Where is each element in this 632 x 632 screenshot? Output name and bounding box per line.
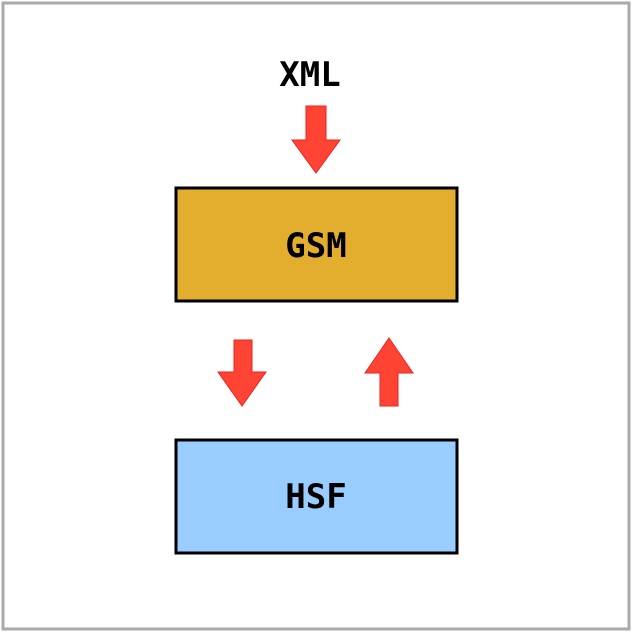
arrow-gsm-to-hsf — [217, 339, 267, 407]
gsm-label: GSM — [285, 226, 346, 266]
arrow-xml-to-gsm — [291, 105, 341, 174]
gsm-box — [174, 186, 459, 303]
hsf-box — [174, 438, 459, 555]
xml-label: XML — [279, 55, 340, 95]
hsf-label: HSF — [285, 477, 346, 517]
arrow-hsf-to-gsm — [364, 337, 414, 407]
